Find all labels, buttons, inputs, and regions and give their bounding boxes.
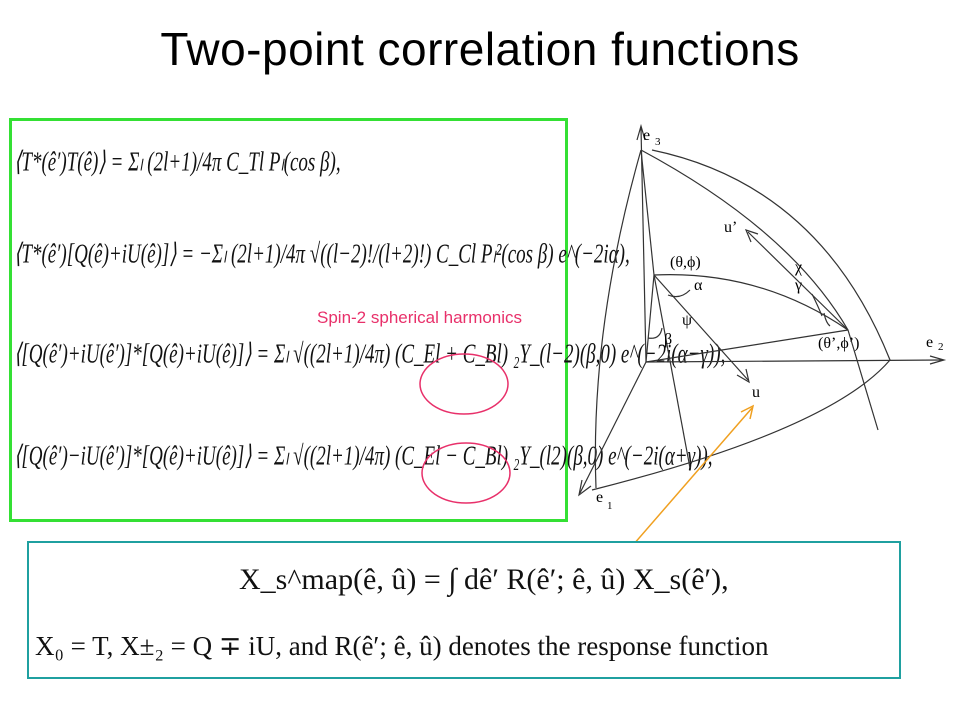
radius-point2: [645, 329, 849, 363]
alpha-arc: [667, 289, 691, 298]
uprime-label: u’: [724, 219, 737, 236]
correlation-equations-box: ⟨T*(ê′)T(ê)⟩ = Σₗ (2l+1)/4π C_Tl Pₗ(cos …: [9, 118, 725, 522]
u-label: u: [752, 384, 760, 401]
axis-e3: [640, 127, 647, 363]
meridian-lower2: [847, 329, 879, 431]
psi-label: ψ: [682, 312, 692, 329]
e2-label: e: [926, 334, 933, 351]
chi-label: χ: [794, 259, 803, 276]
equation-tq: ⟨T*(ê′)[Q(ê)+iU(ê)]⟩ = −Σₗ (2l+1)/4π √((…: [14, 239, 630, 270]
spin2-annotation: Spin-2 spherical harmonics: [317, 308, 523, 327]
gamma-arc: [823, 312, 831, 327]
point1-label: (θ,ϕ): [670, 254, 701, 271]
axis-e2: [645, 359, 943, 363]
e2-subscript: 2: [938, 341, 944, 353]
harmonic-highlight-2: [421, 442, 511, 504]
axis-e1: [579, 361, 647, 494]
great-circle-outer: [591, 149, 891, 491]
alpha-label: α: [694, 277, 703, 294]
chi-arc: [811, 293, 823, 317]
beta-arc: [647, 327, 663, 339]
e3-subscript: 3: [655, 136, 661, 148]
uprime-arrow-line: [747, 231, 849, 331]
pointer-arrow-line: [619, 407, 753, 561]
arc-point1-point2: [653, 274, 849, 331]
gamma-label: γ: [794, 277, 802, 294]
map-equation: X_s^map(ê, û) = ∫ dê′ R(ê′; ê, û) X_s(ê′…: [239, 563, 729, 596]
radius-point1: [645, 274, 655, 363]
equation-pp1: ⟨[Q(ê′)+iU(ê′)]*[Q(ê)+iU(ê)]⟩ = Σₗ √((2l…: [14, 339, 726, 370]
e1-subscript: 1: [607, 500, 613, 512]
e1-label: e: [596, 489, 603, 506]
e3-label: e: [643, 127, 650, 144]
response-function-text: X₀ = T, X±₂ = Q ∓ iU, and R(ê′; ê, û) de…: [35, 631, 769, 661]
response-function-box: X_s^map(ê, û) = ∫ dê′ R(ê′; ê, û) X_s(ê′…: [27, 541, 901, 679]
beta-label: β: [664, 331, 672, 348]
harmonic-highlight-1: [419, 353, 509, 415]
slide-title: Two-point correlation functions: [160, 23, 800, 75]
meridian-lower1: [653, 274, 691, 469]
u-arrow-line: [653, 274, 749, 381]
meridian-point1: [640, 149, 655, 276]
pointer-arrowhead: [740, 404, 755, 420]
arc-e3-point2: [640, 149, 849, 331]
great-circle-left: [594, 149, 642, 489]
sphere-diagram: [578, 123, 947, 497]
equation-tt: ⟨T*(ê′)T(ê)⟩ = Σₗ (2l+1)/4π C_Tl Pₗ(cos …: [14, 147, 341, 178]
equation-pp2: ⟨[Q(ê′)−iU(ê′)]*[Q(ê)+iU(ê)]⟩ = Σₗ √((2l…: [14, 441, 713, 472]
point2-label: (θ’,ϕ’): [818, 335, 859, 352]
